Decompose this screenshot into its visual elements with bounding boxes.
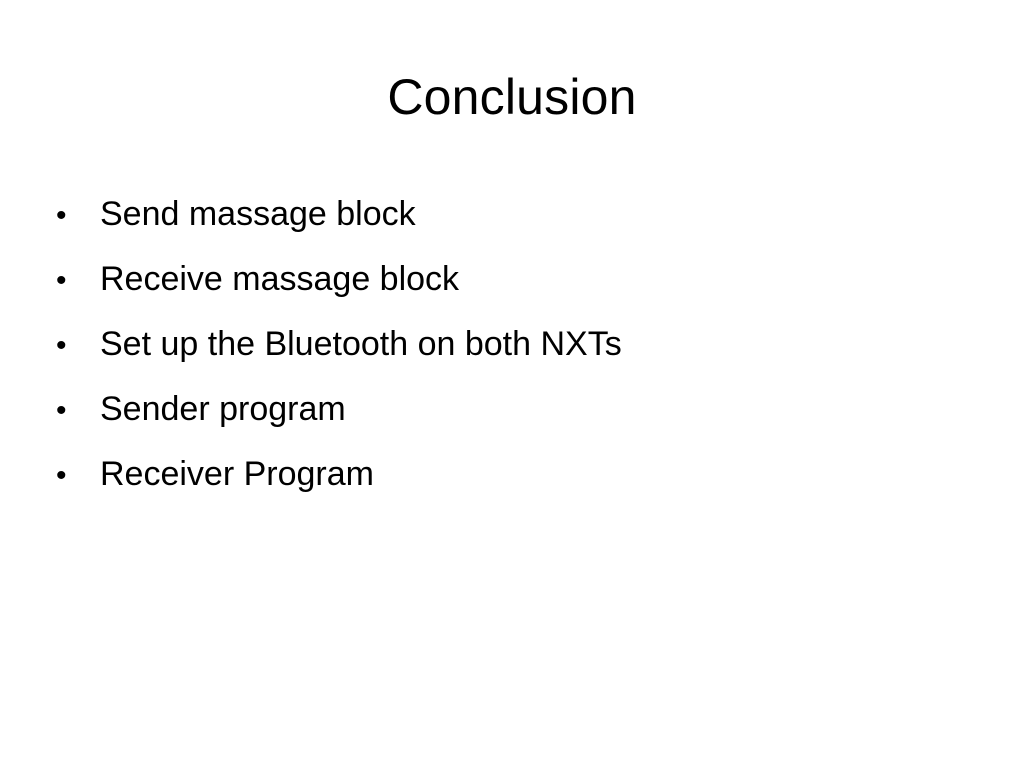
- bullet-icon: •: [56, 394, 67, 427]
- bullet-text: Receiver Program: [100, 455, 374, 493]
- bullet-text: Receive massage block: [100, 260, 460, 298]
- bullet-icon: •: [56, 329, 67, 362]
- slide-title: Conclusion: [387, 69, 637, 125]
- bullet-icon: •: [56, 199, 67, 232]
- bullet-item: • Receive massage block: [56, 251, 956, 316]
- bullet-item: • Receiver Program: [56, 446, 956, 511]
- bullet-item: • Set up the Bluetooth on both NXTs: [56, 316, 956, 381]
- bullet-list: • Send massage block • Receive massage b…: [56, 186, 956, 511]
- bullet-item: • Sender program: [56, 381, 956, 446]
- bullet-text: Set up the Bluetooth on both NXTs: [100, 325, 622, 363]
- bullet-text: Send massage block: [100, 195, 416, 233]
- bullet-icon: •: [56, 264, 67, 297]
- bullet-icon: •: [56, 459, 67, 492]
- bullet-item: • Send massage block: [56, 186, 956, 251]
- bullet-text: Sender program: [100, 390, 346, 428]
